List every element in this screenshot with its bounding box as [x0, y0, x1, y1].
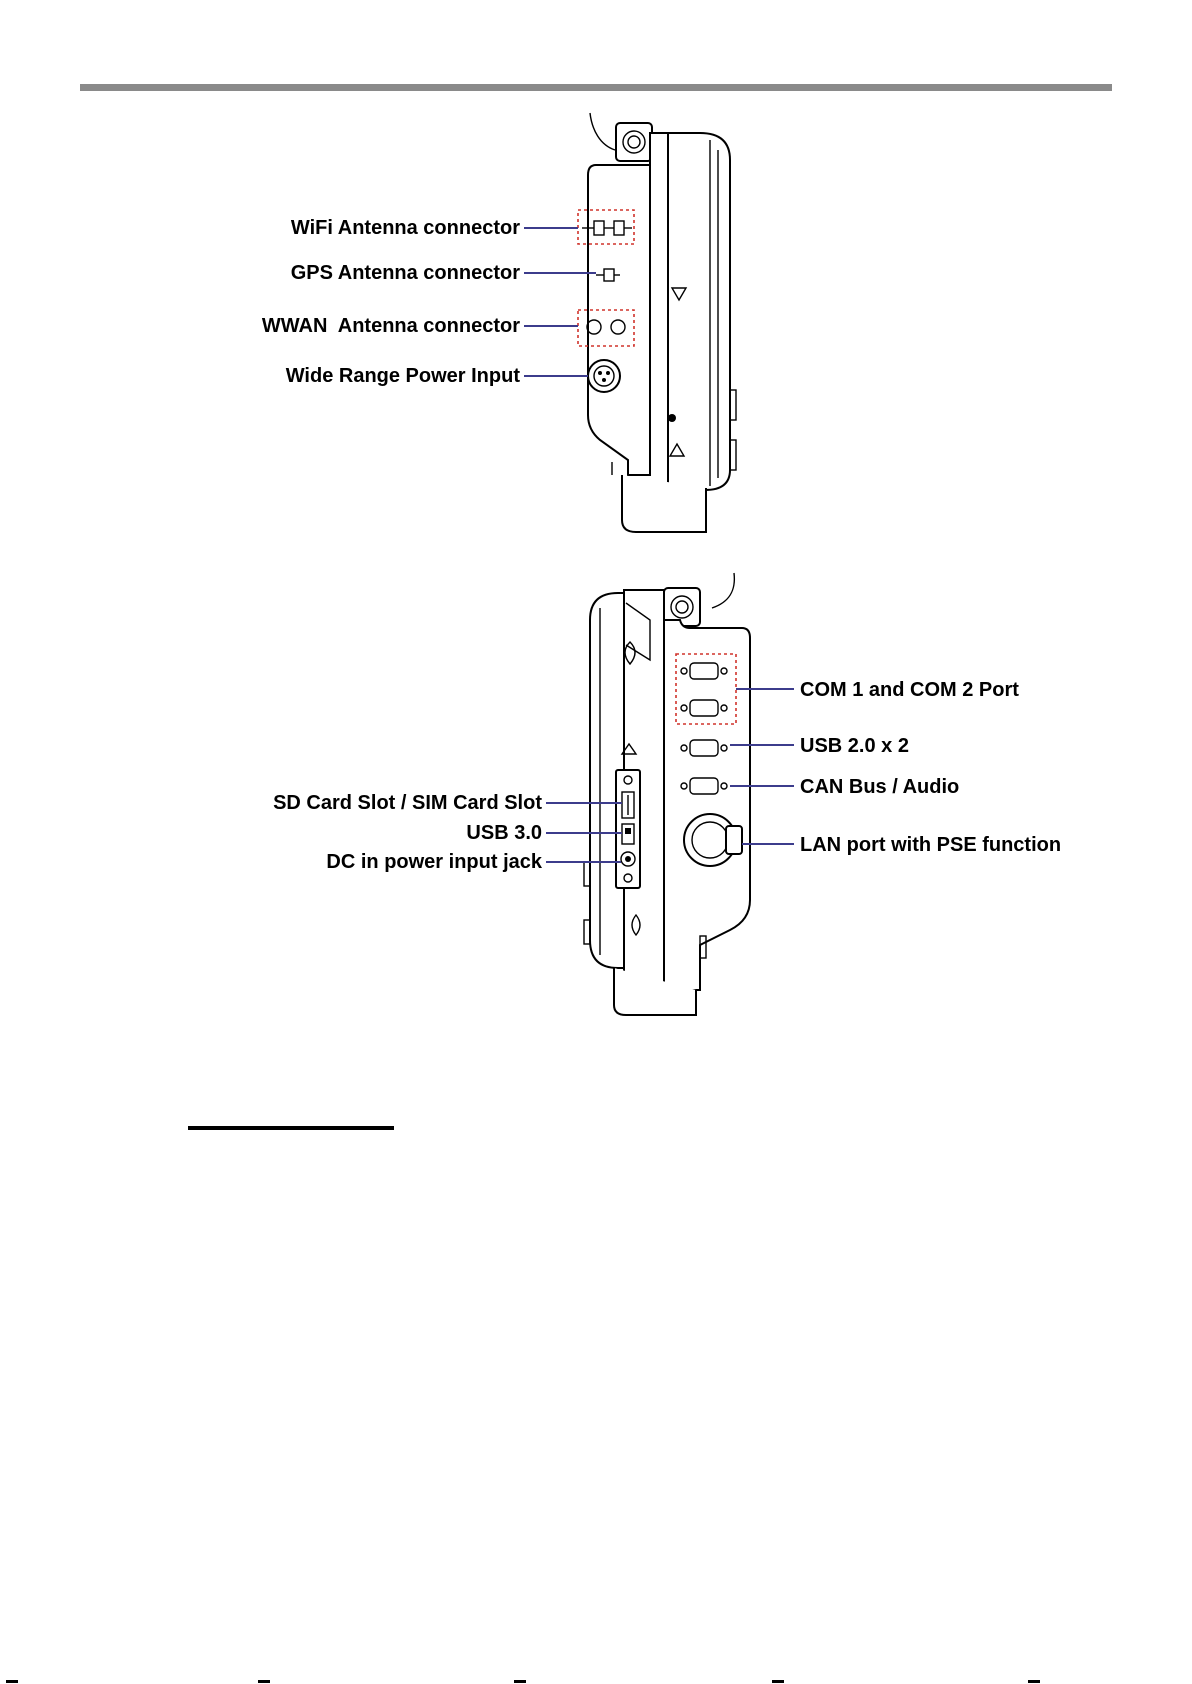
label-wwan: WWAN Antenna connector [262, 315, 520, 337]
bottom-cable [712, 573, 734, 608]
label-can: CAN Bus / Audio [800, 776, 959, 798]
label-gps: GPS Antenna connector [291, 262, 521, 284]
top-mount-knob [616, 123, 652, 161]
label-usb2: USB 2.0 x 2 [800, 735, 909, 757]
label-dc: DC in power input jack [326, 851, 542, 873]
label-usb3: USB 3.0 [466, 822, 542, 844]
top-device-illustration [578, 113, 736, 532]
bottom-device-illustration [584, 573, 750, 1015]
label-com: COM 1 and COM 2 Port [800, 679, 1019, 701]
top-cable [590, 113, 615, 150]
label-power: Wide Range Power Input [286, 365, 521, 387]
label-wifi: WiFi Antenna connector [291, 217, 520, 239]
section-underline [188, 1126, 394, 1130]
top-screw [668, 414, 676, 422]
bottom-back-housing [664, 620, 750, 990]
power-input-icon [588, 360, 620, 392]
page-bottom-marks [0, 1676, 1192, 1684]
label-lan: LAN port with PSE function [800, 834, 1061, 856]
label-sd: SD Card Slot / SIM Card Slot [273, 792, 542, 814]
top-display-panel [668, 133, 730, 490]
